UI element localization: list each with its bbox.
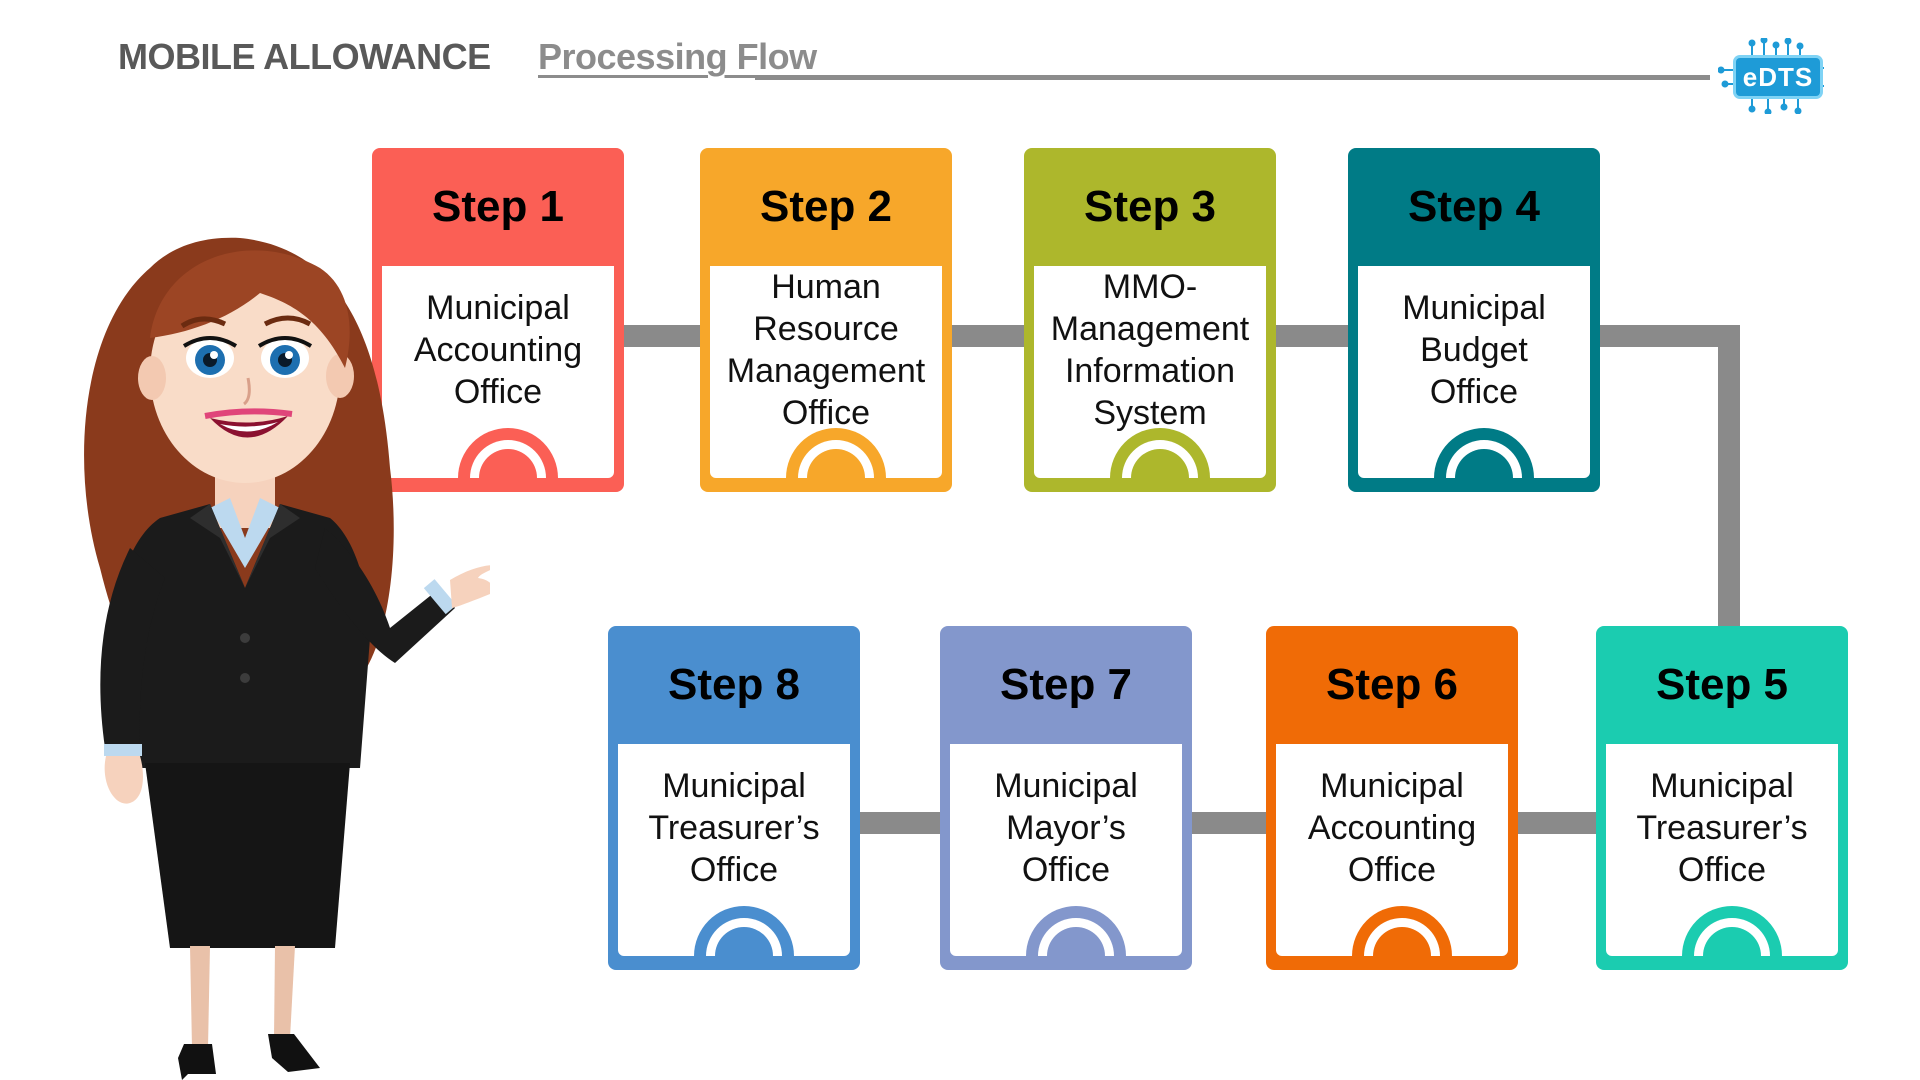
logo-text: eDTS: [1742, 62, 1814, 92]
step-3-ring: [1110, 428, 1210, 478]
presenter-woman-illustration: [84, 237, 490, 1080]
connector-3-4: [1274, 325, 1350, 347]
step-card-7: Step 7 Municipal Mayor’s Office: [940, 626, 1192, 970]
step-card-8: Step 8 Municipal Treasurer’s Office: [608, 626, 860, 970]
step-1-label: Step 1: [431, 182, 565, 231]
step-4-label: Step 4: [1407, 182, 1541, 231]
step-2-body: Human Resource Management Office: [710, 266, 942, 478]
step-2-label: Step 2: [759, 182, 893, 231]
page-subtitle: Processing Flow: [538, 36, 817, 77]
step-4-body: Municipal Budget Office: [1358, 266, 1590, 478]
step-8-office: Municipal Treasurer’s Office: [648, 767, 820, 889]
page-title: MOBILE ALLOWANCE: [118, 36, 491, 77]
step-card-2: Step 2 Human Resource Management Office: [700, 148, 952, 492]
step-5-office: Municipal Treasurer’s Office: [1636, 767, 1808, 889]
step-5-body: Municipal Treasurer’s Office: [1606, 744, 1838, 956]
step-2-office: Human Resource Management Office: [726, 268, 926, 432]
step-4-office: Municipal Budget Office: [1402, 289, 1546, 411]
step-6-ring: [1352, 906, 1452, 956]
step-3-body: MMO- Management Information System: [1034, 266, 1266, 478]
connector-4-5-horizontal: [1598, 325, 1740, 347]
step-card-1: Step 1 Municipal Accounting Office: [372, 148, 624, 492]
step-card-5: Step 5 Municipal Treasurer’s Office: [1596, 626, 1848, 970]
step-6-label: Step 6: [1325, 660, 1459, 709]
step-1-body: Municipal Accounting Office: [382, 266, 614, 478]
step-card-3: Step 3 MMO- Management Information Syste…: [1024, 148, 1276, 492]
circuit-icon: [1718, 38, 1824, 114]
step-7-body: Municipal Mayor’s Office: [950, 744, 1182, 956]
connector-2-3: [950, 325, 1026, 347]
step-6-office: Municipal Accounting Office: [1307, 767, 1477, 889]
step-3-label: Step 3: [1083, 182, 1217, 231]
step-7-office: Municipal Mayor’s Office: [994, 767, 1138, 889]
step-7-label: Step 7: [999, 660, 1133, 709]
step-2-ring: [786, 428, 886, 478]
step-7-ring: [1026, 906, 1126, 956]
step-5-label: Step 5: [1655, 660, 1789, 709]
step-1-ring: [458, 428, 558, 478]
connector-6-7: [1188, 812, 1270, 834]
step-4-ring: [1434, 428, 1534, 478]
title-rule-divider: [755, 75, 1710, 80]
step-card-6: Step 6 Municipal Accounting Office: [1266, 626, 1518, 970]
connector-7-8: [858, 812, 940, 834]
step-card-4: Step 4 Municipal Budget Office: [1348, 148, 1600, 492]
step-3-office: MMO- Management Information System: [1050, 268, 1250, 432]
step-5-ring: [1682, 906, 1782, 956]
connector-1-2: [620, 325, 702, 347]
logo-badge: eDTS: [1736, 58, 1820, 96]
connector-5-6: [1516, 812, 1598, 834]
step-6-body: Municipal Accounting Office: [1276, 744, 1508, 956]
step-8-ring: [694, 906, 794, 956]
step-8-body: Municipal Treasurer’s Office: [618, 744, 850, 956]
edts-logo: eDTS: [1718, 38, 1826, 114]
connector-4-5-vertical: [1718, 325, 1740, 629]
step-8-label: Step 8: [667, 660, 801, 709]
step-1-office: Municipal Accounting Office: [413, 289, 583, 411]
